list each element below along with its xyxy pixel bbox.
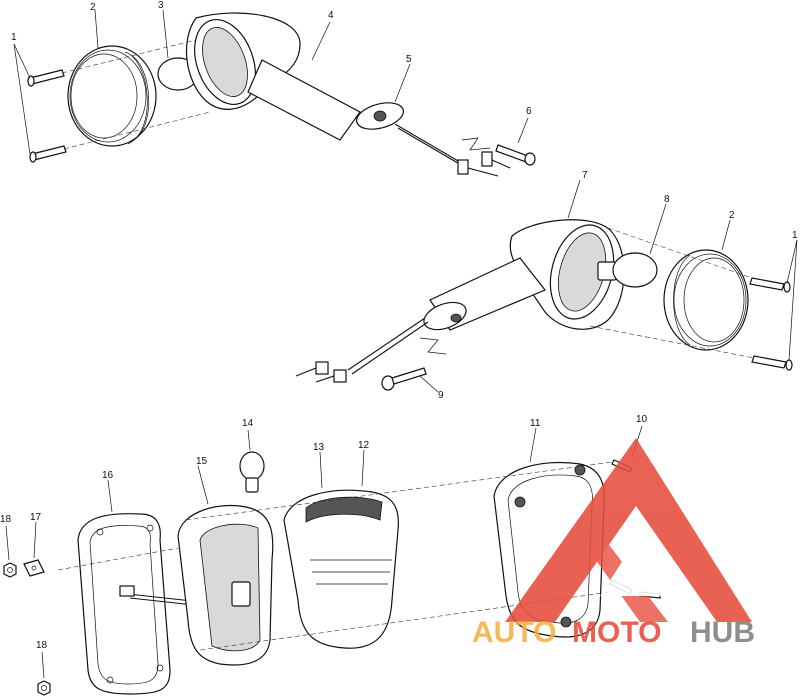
- callout-15: 15: [196, 456, 208, 467]
- wire-grommet: [356, 102, 404, 130]
- lens-screw-rear-lower: [751, 355, 793, 371]
- callout-18-left: 18: [0, 514, 12, 525]
- callout-12: 12: [358, 440, 370, 451]
- callout-9: 9: [438, 390, 444, 401]
- callout-3: 3: [158, 0, 164, 11]
- callout-1-rear: 1: [792, 230, 798, 241]
- taillight-bulb: [239, 451, 265, 493]
- callout-2-rear: 2: [729, 210, 735, 221]
- callout-8: 8: [664, 194, 670, 205]
- watermark-text-moto: MOTO: [572, 616, 661, 649]
- nut-left: [3, 562, 17, 578]
- lower-turn-signal-assembly: [295, 179, 798, 393]
- callout-11: 11: [530, 418, 541, 429]
- mounting-bolt-lower: [381, 367, 427, 391]
- turn-signal-bulb-rear: [597, 252, 658, 288]
- watermark-logo: [505, 438, 752, 622]
- callout-labels: 1 2 3 4 5 6 7 8 2 1 9 10 11 12 13 14 15 …: [0, 0, 798, 651]
- taillight-gasket: [77, 513, 171, 695]
- callout-2: 2: [90, 2, 96, 13]
- callout-5: 5: [406, 54, 412, 65]
- taillight-housing: [177, 504, 274, 666]
- nut-bottom: [37, 680, 51, 696]
- callout-6: 6: [526, 106, 532, 117]
- lens-screw-upper: [27, 69, 65, 87]
- upper-wire-harness: [394, 123, 511, 177]
- lower-wire-harness: [295, 317, 447, 383]
- turn-signal-lens: [67, 45, 157, 147]
- wire-grommet-rear: [423, 301, 467, 331]
- callout-18-bottom: 18: [36, 640, 48, 651]
- turn-signal-lens-rear: [663, 249, 749, 351]
- callout-17: 17: [30, 512, 42, 523]
- callout-7: 7: [582, 170, 588, 181]
- turn-signal-housing: [185, 12, 361, 141]
- callout-4: 4: [328, 10, 334, 21]
- callout-14: 14: [242, 418, 254, 429]
- callout-16: 16: [102, 470, 114, 481]
- watermark-text-auto: AUTO: [472, 616, 556, 649]
- callout-10: 10: [636, 414, 648, 425]
- callout-1: 1: [11, 32, 17, 43]
- watermark-text-hub: HUB: [690, 616, 755, 649]
- lens-screw-lower: [29, 145, 67, 163]
- callout-13: 13: [313, 442, 325, 453]
- lens-screw-rear-upper: [749, 277, 791, 293]
- turn-signal-housing-rear: [429, 219, 625, 331]
- upper-turn-signal-assembly: [13, 9, 536, 177]
- taillight-lens: [283, 489, 399, 649]
- automotohub-watermark: AUTO MOTO HUB: [472, 438, 755, 649]
- mounting-bolt-upper: [495, 144, 536, 166]
- mounting-bracket: [23, 559, 45, 577]
